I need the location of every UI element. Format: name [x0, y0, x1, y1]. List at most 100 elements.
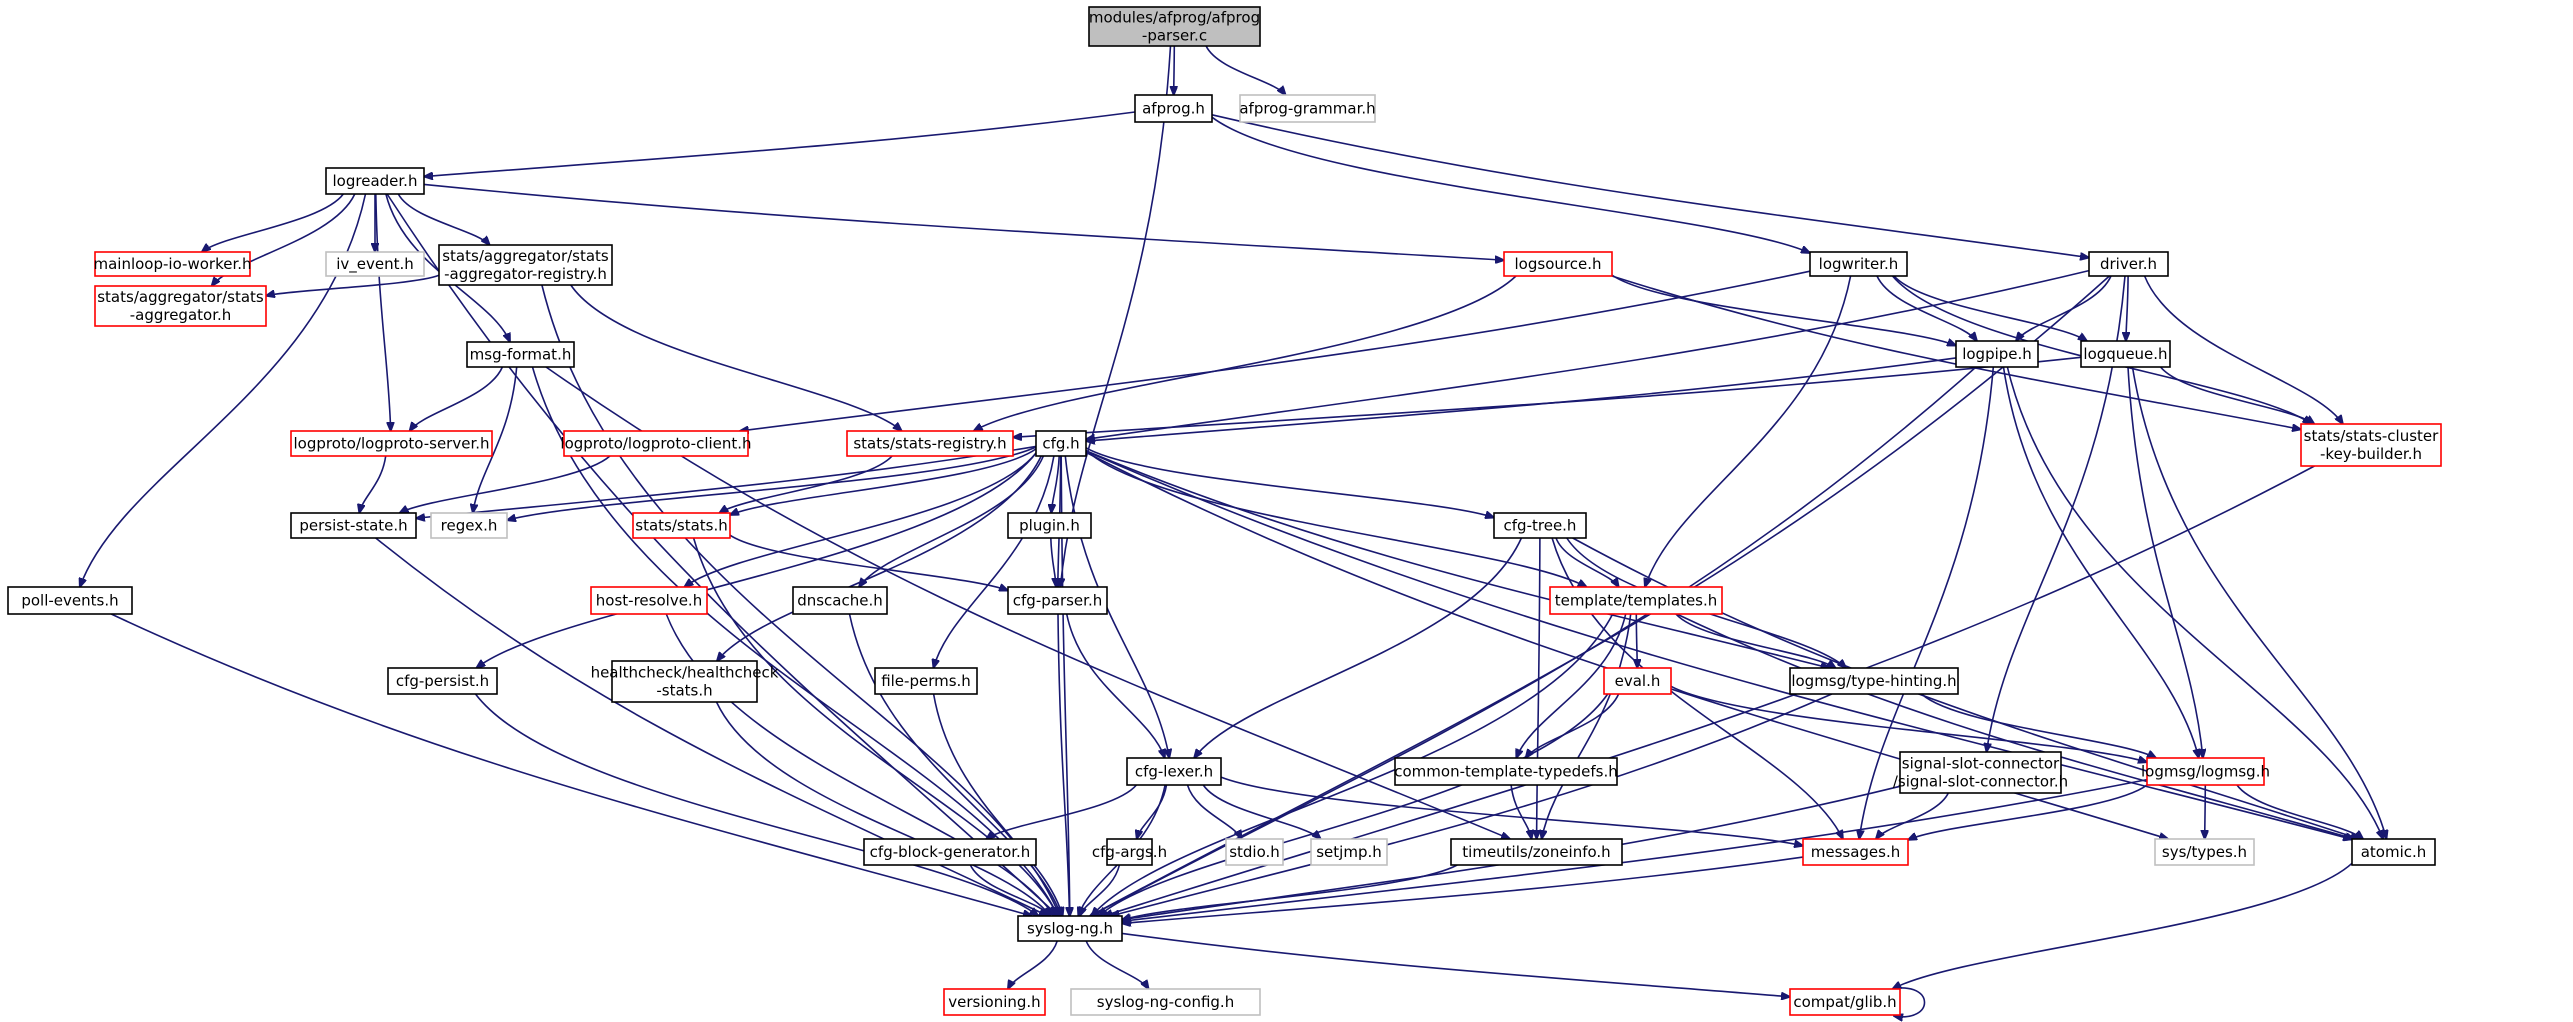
node-stats-ckb-h[interactable]: stats/stats-cluster-key-builder.h [2300, 423, 2442, 467]
node-box[interactable] [1802, 838, 1909, 866]
node-box[interactable] [1450, 838, 1623, 866]
node-zoneinfo-h[interactable]: timeutils/zoneinfo.h [1450, 838, 1623, 866]
node-logsource-h[interactable]: logsource.h [1503, 251, 1613, 277]
node-logwriter-h[interactable]: logwriter.h [1809, 251, 1908, 277]
node-box[interactable] [2300, 423, 2442, 467]
node-syslog-ng-h[interactable]: syslog-ng.h [1017, 915, 1123, 942]
node-common-tt-h[interactable]: common-template-typedefs.h [1394, 757, 1618, 786]
node-cfg-tree-h[interactable]: cfg-tree.h [1493, 512, 1587, 539]
node-stats-agg-h[interactable]: stats/aggregator/stats-aggregator.h [94, 285, 267, 327]
node-box[interactable] [438, 244, 613, 286]
node-afprog-grammar-h[interactable]: afprog-grammar.h [1239, 94, 1376, 123]
node-parser-c[interactable]: modules/afprog/afprog-parser.c [1088, 6, 1261, 47]
node-box[interactable] [1603, 667, 1672, 695]
node-box[interactable] [2154, 838, 2255, 866]
node-healthcheck-h[interactable]: healthcheck/healthcheck-stats.h [591, 660, 779, 703]
node-box[interactable] [1106, 838, 1153, 866]
node-box[interactable] [1088, 6, 1261, 47]
node-messages-h[interactable]: messages.h [1802, 838, 1909, 866]
node-box[interactable] [1007, 512, 1092, 539]
node-box[interactable] [94, 285, 267, 327]
node-logmsg-h[interactable]: logmsg/logmsg.h [2141, 757, 2270, 786]
node-box[interactable] [290, 512, 417, 539]
node-logproto-server-h[interactable]: logproto/logproto-server.h [290, 430, 493, 457]
node-logqueue-h[interactable]: logqueue.h [2080, 340, 2171, 368]
node-logreader-h[interactable]: logreader.h [325, 167, 425, 195]
node-box[interactable] [1007, 586, 1108, 615]
node-box[interactable] [1493, 512, 1587, 539]
node-box[interactable] [1955, 340, 2039, 368]
node-signal-slot-h[interactable]: signal-slot-connector/signal-slot-connec… [1893, 751, 2068, 794]
node-poll-events-h[interactable]: poll-events.h [7, 586, 133, 615]
node-file-perms-h[interactable]: file-perms.h [874, 667, 978, 695]
node-driver-h[interactable]: driver.h [2088, 251, 2169, 277]
node-compat-glib-h[interactable]: compat/glib.h [1789, 988, 1901, 1016]
node-box[interactable] [1503, 251, 1613, 277]
node-box[interactable] [94, 251, 251, 277]
node-cfg-args-h[interactable]: cfg-args.h [1092, 838, 1167, 866]
node-cfg-lexer-h[interactable]: cfg-lexer.h [1126, 757, 1222, 786]
node-box[interactable] [1225, 838, 1284, 866]
node-cfg-h[interactable]: cfg.h [1035, 430, 1087, 457]
node-box[interactable] [632, 512, 731, 539]
node-versioning-h[interactable]: versioning.h [943, 988, 1046, 1016]
node-box[interactable] [1070, 988, 1261, 1016]
node-box[interactable] [1310, 838, 1388, 866]
node-logpipe-h[interactable]: logpipe.h [1955, 340, 2039, 368]
node-atomic-h[interactable]: atomic.h [2351, 838, 2436, 866]
node-box[interactable] [1017, 915, 1123, 942]
node-box[interactable] [387, 667, 498, 695]
node-cfg-block-gen-h[interactable]: cfg-block-generator.h [863, 838, 1037, 866]
node-regex-h[interactable]: regex.h [430, 512, 508, 539]
node-plugin-h[interactable]: plugin.h [1007, 512, 1092, 539]
node-box[interactable] [1549, 586, 1723, 615]
node-stats-h[interactable]: stats/stats.h [632, 512, 731, 539]
node-afprog-h[interactable]: afprog.h [1134, 94, 1213, 123]
node-box[interactable] [325, 167, 425, 195]
node-box[interactable] [1394, 757, 1618, 786]
node-stdio-h[interactable]: stdio.h [1225, 838, 1284, 866]
node-box[interactable] [792, 586, 888, 615]
node-box[interactable] [1239, 94, 1376, 123]
node-box[interactable] [466, 341, 575, 368]
node-box[interactable] [943, 988, 1046, 1016]
node-box[interactable] [1789, 988, 1901, 1016]
node-box[interactable] [1126, 757, 1222, 786]
node-iv-event-h[interactable]: iv_event.h [325, 251, 425, 277]
node-box[interactable] [2088, 251, 2169, 277]
node-box[interactable] [1809, 251, 1908, 277]
node-msg-format-h[interactable]: msg-format.h [466, 341, 575, 368]
node-mainloop-io-worker-h[interactable]: mainloop-io-worker.h [93, 251, 252, 277]
node-stats-registry-h[interactable]: stats/stats-registry.h [846, 430, 1014, 457]
node-syslog-ng-config-h[interactable]: syslog-ng-config.h [1070, 988, 1261, 1016]
node-cfg-parser-h[interactable]: cfg-parser.h [1007, 586, 1108, 615]
node-type-hinting-h[interactable]: logmsg/type-hinting.h [1789, 667, 1959, 695]
node-box[interactable] [2146, 757, 2265, 786]
node-box[interactable] [846, 430, 1014, 457]
node-box[interactable] [7, 586, 133, 615]
node-eval-h[interactable]: eval.h [1603, 667, 1672, 695]
node-box[interactable] [2080, 340, 2171, 368]
node-templates-h[interactable]: template/templates.h [1549, 586, 1723, 615]
node-host-resolve-h[interactable]: host-resolve.h [590, 586, 708, 615]
node-persist-state-h[interactable]: persist-state.h [290, 512, 417, 539]
node-box[interactable] [1899, 751, 2062, 794]
node-box[interactable] [611, 660, 758, 703]
node-dnscache-h[interactable]: dnscache.h [792, 586, 888, 615]
node-box[interactable] [590, 586, 708, 615]
node-box[interactable] [2351, 838, 2436, 866]
node-box[interactable] [430, 512, 508, 539]
node-box[interactable] [563, 430, 749, 457]
node-logproto-client-h[interactable]: logproto/logproto-client.h [560, 430, 752, 457]
node-sys-types-h[interactable]: sys/types.h [2154, 838, 2255, 866]
node-box[interactable] [1789, 667, 1959, 695]
node-box[interactable] [1134, 94, 1213, 123]
node-cfg-persist-h[interactable]: cfg-persist.h [387, 667, 498, 695]
node-box[interactable] [325, 251, 425, 277]
node-box[interactable] [1035, 430, 1087, 457]
node-stats-agg-registry-h[interactable]: stats/aggregator/stats-aggregator-regist… [438, 244, 613, 286]
node-box[interactable] [874, 667, 978, 695]
node-box[interactable] [290, 430, 493, 457]
node-box[interactable] [863, 838, 1037, 866]
node-setjmp-h[interactable]: setjmp.h [1310, 838, 1388, 866]
